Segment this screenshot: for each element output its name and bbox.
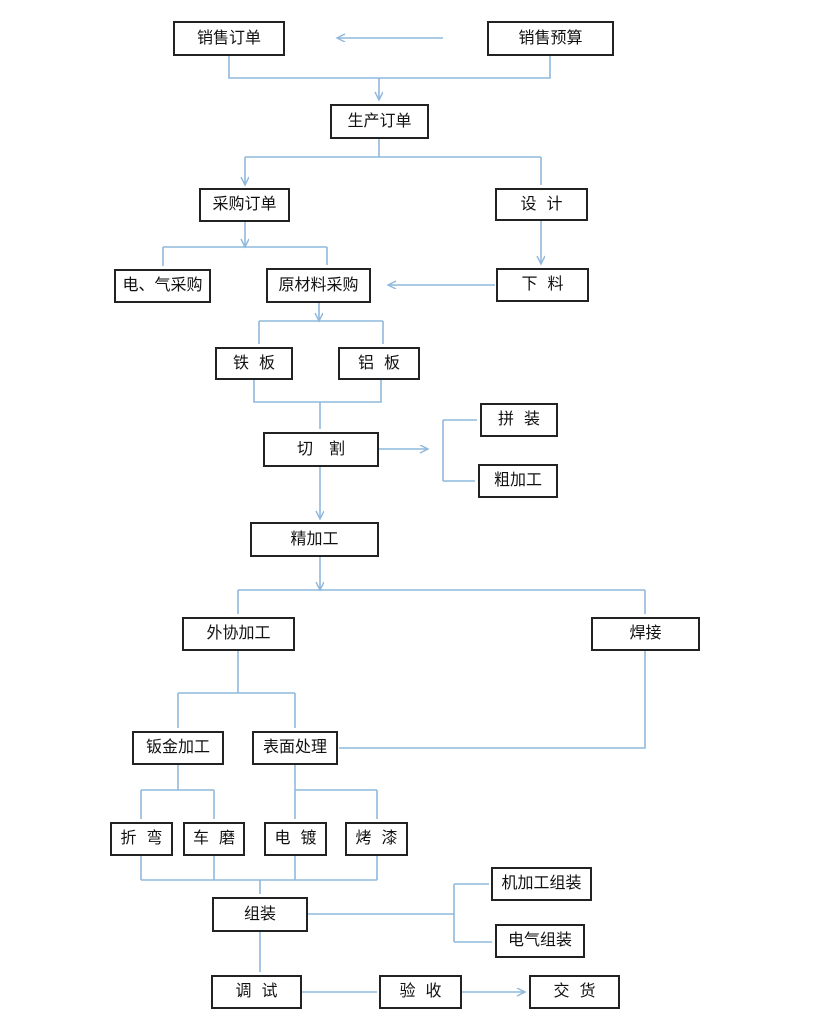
- node-assembly_fit[interactable]: 拼 装: [480, 403, 558, 437]
- node-debugging[interactable]: 调 试: [211, 975, 302, 1009]
- node-fine_machining[interactable]: 精加工: [250, 522, 379, 557]
- node-production_order[interactable]: 生产订单: [330, 104, 429, 139]
- node-plating[interactable]: 电 镀: [264, 822, 327, 856]
- node-design[interactable]: 设 计: [495, 188, 588, 221]
- node-cutting[interactable]: 切 割: [263, 432, 379, 467]
- node-bending[interactable]: 折 弯: [110, 822, 173, 856]
- node-delivery[interactable]: 交 货: [529, 975, 620, 1009]
- node-material_purchase[interactable]: 原材料采购: [266, 268, 371, 303]
- node-outsourcing[interactable]: 外协加工: [182, 617, 295, 651]
- edge-welding-to-surface: [339, 651, 646, 749]
- node-purchase_order[interactable]: 采购订单: [199, 188, 290, 222]
- node-electrical_assy[interactable]: 电气组装: [495, 924, 585, 958]
- node-surface_treat[interactable]: 表面处理: [252, 731, 338, 765]
- node-elec_gas_purchase[interactable]: 电、气采购: [114, 269, 211, 303]
- edge-orders-join: [228, 56, 551, 79]
- node-baking_paint[interactable]: 烤 漆: [345, 822, 408, 856]
- node-turn_grind[interactable]: 车 磨: [183, 822, 245, 856]
- node-sheet_metal[interactable]: 钣金加工: [132, 731, 224, 765]
- node-assembly[interactable]: 组装: [212, 897, 308, 932]
- node-welding[interactable]: 焊接: [591, 617, 700, 651]
- node-rough_machining[interactable]: 粗加工: [478, 464, 558, 498]
- node-machining_assy[interactable]: 机加工组装: [491, 867, 592, 901]
- edge-plates-join: [253, 380, 382, 403]
- node-acceptance[interactable]: 验 收: [379, 975, 462, 1009]
- node-sales_budget[interactable]: 销售预算: [487, 21, 614, 56]
- node-sales_order[interactable]: 销售订单: [173, 21, 285, 56]
- node-alu_plate[interactable]: 铝 板: [338, 347, 420, 380]
- node-iron_plate[interactable]: 铁 板: [215, 347, 293, 380]
- node-blanking[interactable]: 下 料: [496, 268, 589, 302]
